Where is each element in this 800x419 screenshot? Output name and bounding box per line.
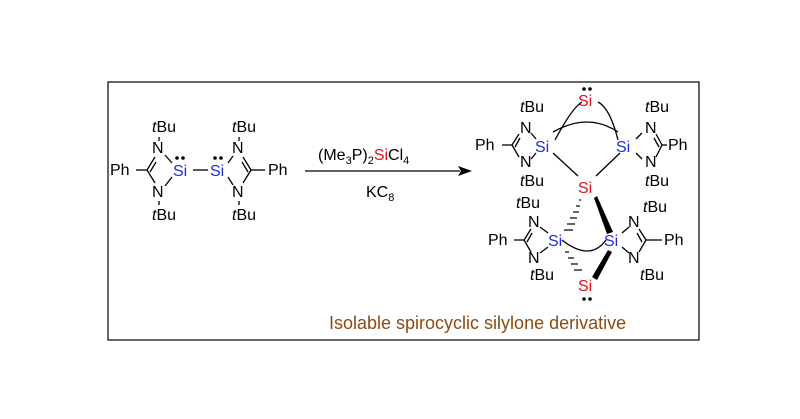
bond bbox=[227, 155, 234, 164]
n-label: N bbox=[520, 120, 532, 137]
tbu-label: tBu bbox=[645, 173, 669, 190]
tbu-label: tBu bbox=[640, 267, 664, 284]
silicon-atom-bottom: Si bbox=[578, 278, 592, 295]
lone-pair-dot bbox=[588, 87, 592, 91]
n-label: N bbox=[628, 250, 640, 267]
n-label: N bbox=[232, 184, 244, 201]
lone-pair-dot bbox=[181, 156, 185, 160]
bond bbox=[539, 246, 549, 254]
scheme-caption: Isolable spirocyclic silylone derivative bbox=[329, 313, 626, 333]
wedge-bond bbox=[594, 196, 613, 234]
silicon-atom-spiro: Si bbox=[578, 180, 592, 197]
starting-disilylene: tBu N Ph N tBu Si Si tBu N N tBu Ph bbox=[110, 119, 288, 224]
bond bbox=[636, 232, 643, 243]
silicon-atom: Si bbox=[535, 139, 549, 156]
bond bbox=[539, 226, 549, 234]
ph-label: Ph bbox=[475, 137, 495, 154]
reaction-conditions: (Me3P)2SiCl4 KC8 bbox=[305, 147, 472, 204]
tbu-label: tBu bbox=[516, 195, 540, 212]
bond bbox=[655, 144, 663, 158]
bond bbox=[242, 156, 252, 171]
bond bbox=[164, 176, 173, 187]
n-label: N bbox=[152, 184, 164, 201]
bond bbox=[638, 228, 647, 241]
n-label: N bbox=[520, 154, 532, 171]
hashed-bond bbox=[564, 199, 581, 231]
arrow-head bbox=[458, 166, 472, 176]
n-label: N bbox=[645, 120, 657, 137]
ph-label: Ph bbox=[268, 162, 288, 179]
ph-label: Ph bbox=[664, 232, 684, 249]
lone-pair-dot bbox=[213, 156, 217, 160]
lone-pair-dot bbox=[582, 297, 586, 301]
bond bbox=[635, 132, 643, 140]
tbu-label: tBu bbox=[152, 207, 176, 224]
bond bbox=[514, 137, 521, 148]
bond bbox=[621, 246, 630, 254]
bond bbox=[526, 232, 533, 243]
n-label: N bbox=[628, 214, 640, 231]
bond bbox=[554, 101, 583, 141]
n-label: N bbox=[232, 140, 244, 157]
tbu-label: tBu bbox=[520, 99, 544, 116]
scheme-frame bbox=[107, 81, 700, 341]
silicon-atom: Si bbox=[548, 233, 562, 250]
n-label: N bbox=[645, 154, 657, 171]
silicon-atom-top: Si bbox=[578, 93, 592, 110]
bond bbox=[227, 176, 234, 186]
bond bbox=[511, 144, 520, 158]
reagent-label: (Me3P)2SiCl4 bbox=[318, 147, 409, 167]
bond bbox=[530, 132, 537, 140]
bond bbox=[552, 152, 579, 177]
silicon-atom-right: Si bbox=[210, 163, 224, 180]
bond bbox=[561, 239, 607, 252]
n-label: N bbox=[528, 250, 540, 267]
tbu-label: tBu bbox=[232, 119, 256, 136]
bond bbox=[146, 156, 156, 171]
bond bbox=[164, 154, 173, 164]
tbu-label: tBu bbox=[520, 173, 544, 190]
tbu-label: tBu bbox=[232, 207, 256, 224]
wedge-bond bbox=[592, 250, 612, 280]
tbu-label: tBu bbox=[645, 99, 669, 116]
bond bbox=[552, 121, 619, 133]
ph-label: Ph bbox=[668, 137, 688, 154]
n-label: N bbox=[528, 214, 540, 231]
lone-pair-dot bbox=[582, 87, 586, 91]
bond bbox=[635, 152, 643, 160]
bond bbox=[653, 137, 660, 148]
bond bbox=[146, 169, 156, 184]
silicon-atom: Si bbox=[604, 233, 618, 250]
bond bbox=[149, 161, 157, 173]
ph-label: Ph bbox=[110, 162, 130, 179]
reductant-label: KC8 bbox=[366, 184, 394, 204]
bond bbox=[595, 152, 621, 177]
tbu-label: tBu bbox=[152, 119, 176, 136]
tbu-label: tBu bbox=[530, 267, 554, 284]
bond bbox=[511, 133, 520, 146]
spirocyclic-product: Si tBu N Ph N tBu Si Si tBu N N tBu Ph bbox=[475, 87, 688, 301]
tbu-label: tBu bbox=[643, 199, 667, 216]
silicon-atom-left: Si bbox=[173, 163, 187, 180]
ph-label: Ph bbox=[488, 232, 508, 249]
n-label: N bbox=[152, 140, 164, 157]
lone-pair-dot bbox=[175, 156, 179, 160]
bond bbox=[530, 152, 537, 160]
bond bbox=[621, 226, 630, 234]
bond bbox=[241, 161, 249, 173]
hashed-bond bbox=[565, 251, 582, 271]
bond bbox=[655, 133, 663, 146]
bond bbox=[523, 228, 532, 241]
bond bbox=[242, 169, 252, 184]
silicon-atom: Si bbox=[616, 139, 630, 156]
bond bbox=[597, 101, 619, 141]
bond bbox=[638, 239, 647, 253]
bond bbox=[523, 239, 532, 253]
lone-pair-dot bbox=[588, 297, 592, 301]
lone-pair-dot bbox=[219, 156, 223, 160]
